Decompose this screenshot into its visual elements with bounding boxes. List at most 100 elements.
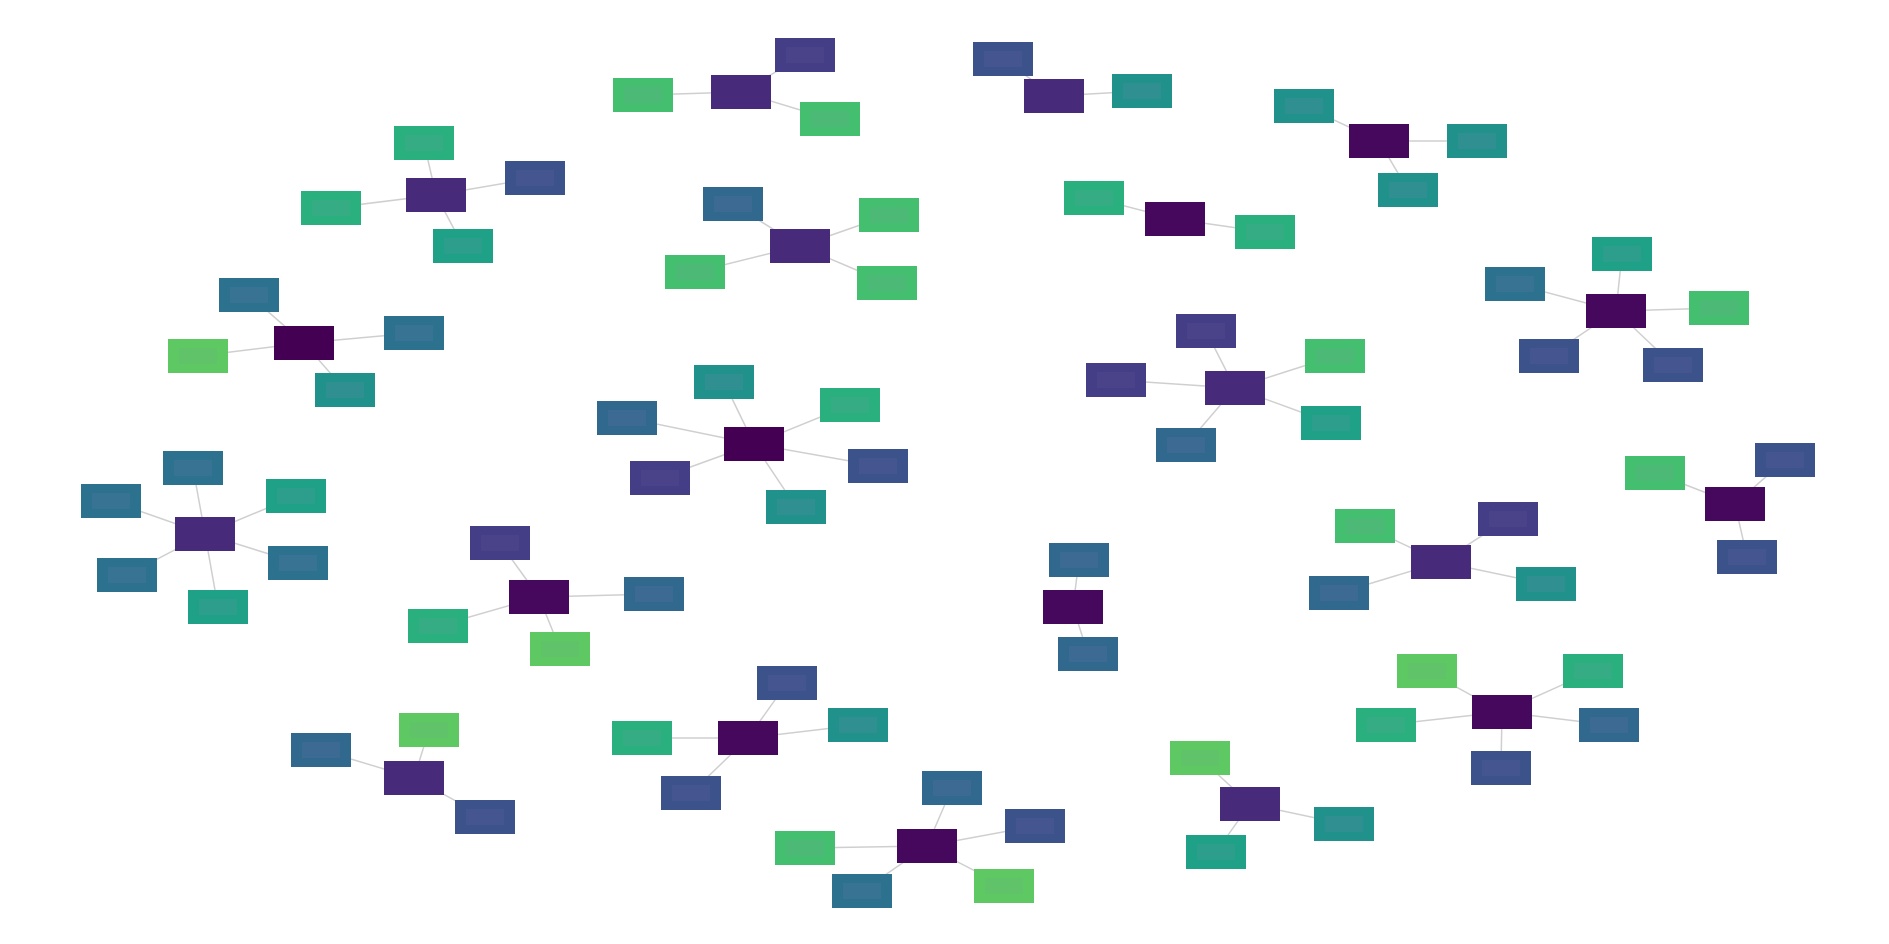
leaf-node-12-6[interactable] [188,590,248,624]
leaf-node-5-2[interactable] [859,198,919,232]
leaf-node-17-2[interactable] [612,721,672,755]
leaf-node-14-3[interactable] [408,609,468,643]
leaf-node-18-2[interactable] [291,733,351,767]
leaf-node-12-2[interactable] [81,484,141,518]
hub-node-15[interactable] [1043,590,1103,624]
leaf-node-19-1[interactable] [1170,741,1230,775]
leaf-node-15-1[interactable] [1049,543,1109,577]
hub-node-18[interactable] [384,761,444,795]
leaf-node-2-1[interactable] [775,38,835,72]
leaf-node-11-2[interactable] [1625,456,1685,490]
leaf-node-8-1[interactable] [1592,237,1652,271]
hub-node-2[interactable] [711,75,771,109]
leaf-node-10-5[interactable] [630,461,690,495]
hub-node-6[interactable] [1145,202,1205,236]
leaf-node-9-4[interactable] [1301,406,1361,440]
leaf-node-11-3[interactable] [1717,540,1777,574]
leaf-node-14-1[interactable] [470,526,530,560]
leaf-node-8-3[interactable] [1689,291,1749,325]
leaf-node-20-5[interactable] [832,874,892,908]
leaf-node-8-1-inner [1603,246,1641,262]
leaf-node-1-1[interactable] [394,126,454,160]
leaf-node-16-3[interactable] [1356,708,1416,742]
hub-node-10[interactable] [724,427,784,461]
leaf-node-20-3[interactable] [775,831,835,865]
leaf-node-8-2[interactable] [1485,267,1545,301]
hub-node-14[interactable] [509,580,569,614]
leaf-node-12-4[interactable] [268,546,328,580]
leaf-node-16-4[interactable] [1579,708,1639,742]
leaf-node-8-4[interactable] [1519,339,1579,373]
leaf-node-16-5[interactable] [1471,751,1531,785]
hub-node-4[interactable] [1349,124,1409,158]
leaf-node-16-1[interactable] [1397,654,1457,688]
leaf-node-17-4[interactable] [661,776,721,810]
leaf-node-18-3[interactable] [455,800,515,834]
hub-node-1[interactable] [406,178,466,212]
leaf-node-11-1[interactable] [1755,443,1815,477]
leaf-node-18-1[interactable] [399,713,459,747]
leaf-node-10-4[interactable] [848,449,908,483]
leaf-node-8-5[interactable] [1643,348,1703,382]
leaf-node-4-3[interactable] [1378,173,1438,207]
leaf-node-10-2[interactable] [820,388,880,422]
leaf-node-14-2[interactable] [624,577,684,611]
leaf-node-12-3[interactable] [266,479,326,513]
leaf-node-13-2[interactable] [1335,509,1395,543]
leaf-node-3-1[interactable] [973,42,1033,76]
hub-node-16[interactable] [1472,695,1532,729]
leaf-node-7-2[interactable] [384,316,444,350]
hub-node-7[interactable] [274,326,334,360]
leaf-node-13-3[interactable] [1516,567,1576,601]
leaf-node-10-3[interactable] [597,401,657,435]
leaf-node-14-4[interactable] [530,632,590,666]
leaf-node-20-2[interactable] [1005,809,1065,843]
leaf-node-19-2[interactable] [1314,807,1374,841]
leaf-node-20-4[interactable] [974,869,1034,903]
leaf-node-10-4-inner [859,458,897,474]
leaf-node-13-1[interactable] [1478,502,1538,536]
leaf-node-7-4[interactable] [315,373,375,407]
leaf-node-17-3[interactable] [828,708,888,742]
leaf-node-1-2[interactable] [505,161,565,195]
leaf-node-16-2[interactable] [1563,654,1623,688]
hub-node-9[interactable] [1205,371,1265,405]
leaf-node-19-3[interactable] [1186,835,1246,869]
hub-node-5[interactable] [770,229,830,263]
hub-node-3[interactable] [1024,79,1084,113]
leaf-node-1-3[interactable] [301,191,361,225]
leaf-node-7-3[interactable] [168,339,228,373]
leaf-node-15-2[interactable] [1058,637,1118,671]
hub-node-11[interactable] [1705,487,1765,521]
leaf-node-5-1[interactable] [703,187,763,221]
hub-node-13[interactable] [1411,545,1471,579]
leaf-node-6-1[interactable] [1064,181,1124,215]
leaf-node-5-3[interactable] [665,255,725,289]
leaf-node-7-1[interactable] [219,278,279,312]
leaf-node-2-3[interactable] [800,102,860,136]
leaf-node-4-2[interactable] [1447,124,1507,158]
leaf-node-13-4[interactable] [1309,576,1369,610]
hub-node-6-frame [1145,202,1205,236]
hub-node-17[interactable] [718,721,778,755]
leaf-node-12-5[interactable] [97,558,157,592]
leaf-node-17-1[interactable] [757,666,817,700]
leaf-node-9-3[interactable] [1086,363,1146,397]
leaf-node-10-1[interactable] [694,365,754,399]
hub-node-12[interactable] [175,517,235,551]
leaf-node-12-1[interactable] [163,451,223,485]
hub-node-8[interactable] [1586,294,1646,328]
leaf-node-4-1[interactable] [1274,89,1334,123]
leaf-node-2-2[interactable] [613,78,673,112]
leaf-node-10-6[interactable] [766,490,826,524]
leaf-node-3-2[interactable] [1112,74,1172,108]
leaf-node-6-2[interactable] [1235,215,1295,249]
leaf-node-20-1[interactable] [922,771,982,805]
leaf-node-1-4[interactable] [433,229,493,263]
leaf-node-9-5[interactable] [1156,428,1216,462]
leaf-node-9-2[interactable] [1305,339,1365,373]
hub-node-20[interactable] [897,829,957,863]
hub-node-19[interactable] [1220,787,1280,821]
leaf-node-9-1[interactable] [1176,314,1236,348]
leaf-node-5-4[interactable] [857,266,917,300]
